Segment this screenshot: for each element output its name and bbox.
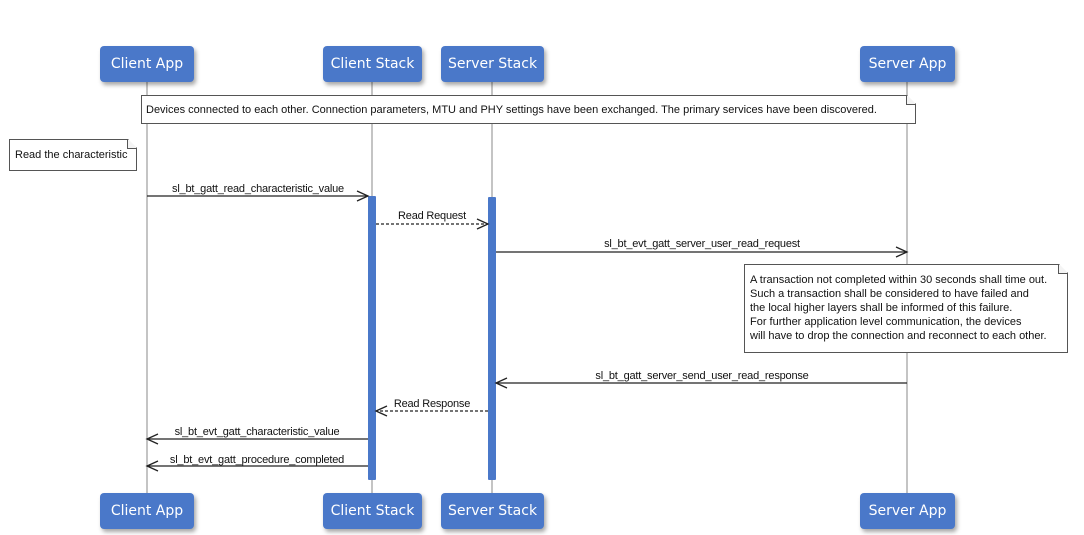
participant-server-app-top: Server App — [860, 46, 955, 82]
message-arrow-evt-char-value-head — [145, 433, 159, 445]
note-fold — [127, 140, 136, 149]
note-timeout-line: For further application level communicat… — [750, 316, 1022, 328]
message-label-read-characteristic-value: sl_bt_gatt_read_characteristic_value — [172, 183, 344, 195]
note-fold — [906, 96, 915, 105]
note-timeout-line: A transaction not completed within 30 se… — [750, 274, 1048, 286]
participant-client-app-bottom: Client App — [100, 493, 194, 529]
message-arrow-read-response-head — [374, 405, 388, 417]
message-label-server-user-read-request: sl_bt_evt_gatt_server_user_read_request — [604, 238, 800, 250]
activation-bar-client-stack — [368, 196, 376, 480]
participant-server-stack-bottom: Server Stack — [441, 493, 544, 529]
note-timeout-line: will have to drop the connection and rec… — [750, 330, 1047, 342]
participant-server-app-bottom: Server App — [860, 493, 955, 529]
note-connected: Devices connected to each other. Connect… — [141, 95, 916, 124]
note-connected-text: Devices connected to each other. Connect… — [146, 104, 877, 116]
participant-client-app-top: Client App — [100, 46, 194, 82]
participant-server-stack-top: Server Stack — [441, 46, 544, 82]
note-fold — [1058, 265, 1067, 274]
message-arrow-send-user-read-response-head — [494, 377, 508, 389]
note-timeout-line: Such a transaction shall be considered t… — [750, 288, 1029, 300]
message-label-read-response: Read Response — [393, 398, 471, 410]
message-arrow-read-request-head — [476, 218, 490, 230]
note-read-characteristic-text: Read the characteristic — [15, 149, 128, 161]
participant-client-stack-bottom: Client Stack — [323, 493, 422, 529]
message-label-evt-procedure-completed: sl_bt_evt_gatt_procedure_completed — [169, 454, 345, 466]
message-label-evt-characteristic-value: sl_bt_evt_gatt_characteristic_value — [174, 426, 340, 438]
message-label-send-user-read-response: sl_bt_gatt_server_send_user_read_respons… — [595, 370, 809, 382]
participant-client-stack-top: Client Stack — [323, 46, 422, 82]
message-arrow-read-char-value-head — [356, 190, 370, 202]
activation-bar-server-stack — [488, 197, 496, 480]
note-read-characteristic: Read the characteristic — [9, 139, 137, 171]
message-label-read-request: Read Request — [398, 210, 466, 222]
message-arrow-server-user-read-request-head — [895, 246, 909, 258]
message-arrow-evt-procedure-completed-head — [145, 460, 159, 472]
note-timeout-line: the local higher layers shall be informe… — [750, 302, 1013, 314]
note-timeout: A transaction not completed within 30 se… — [744, 264, 1068, 353]
